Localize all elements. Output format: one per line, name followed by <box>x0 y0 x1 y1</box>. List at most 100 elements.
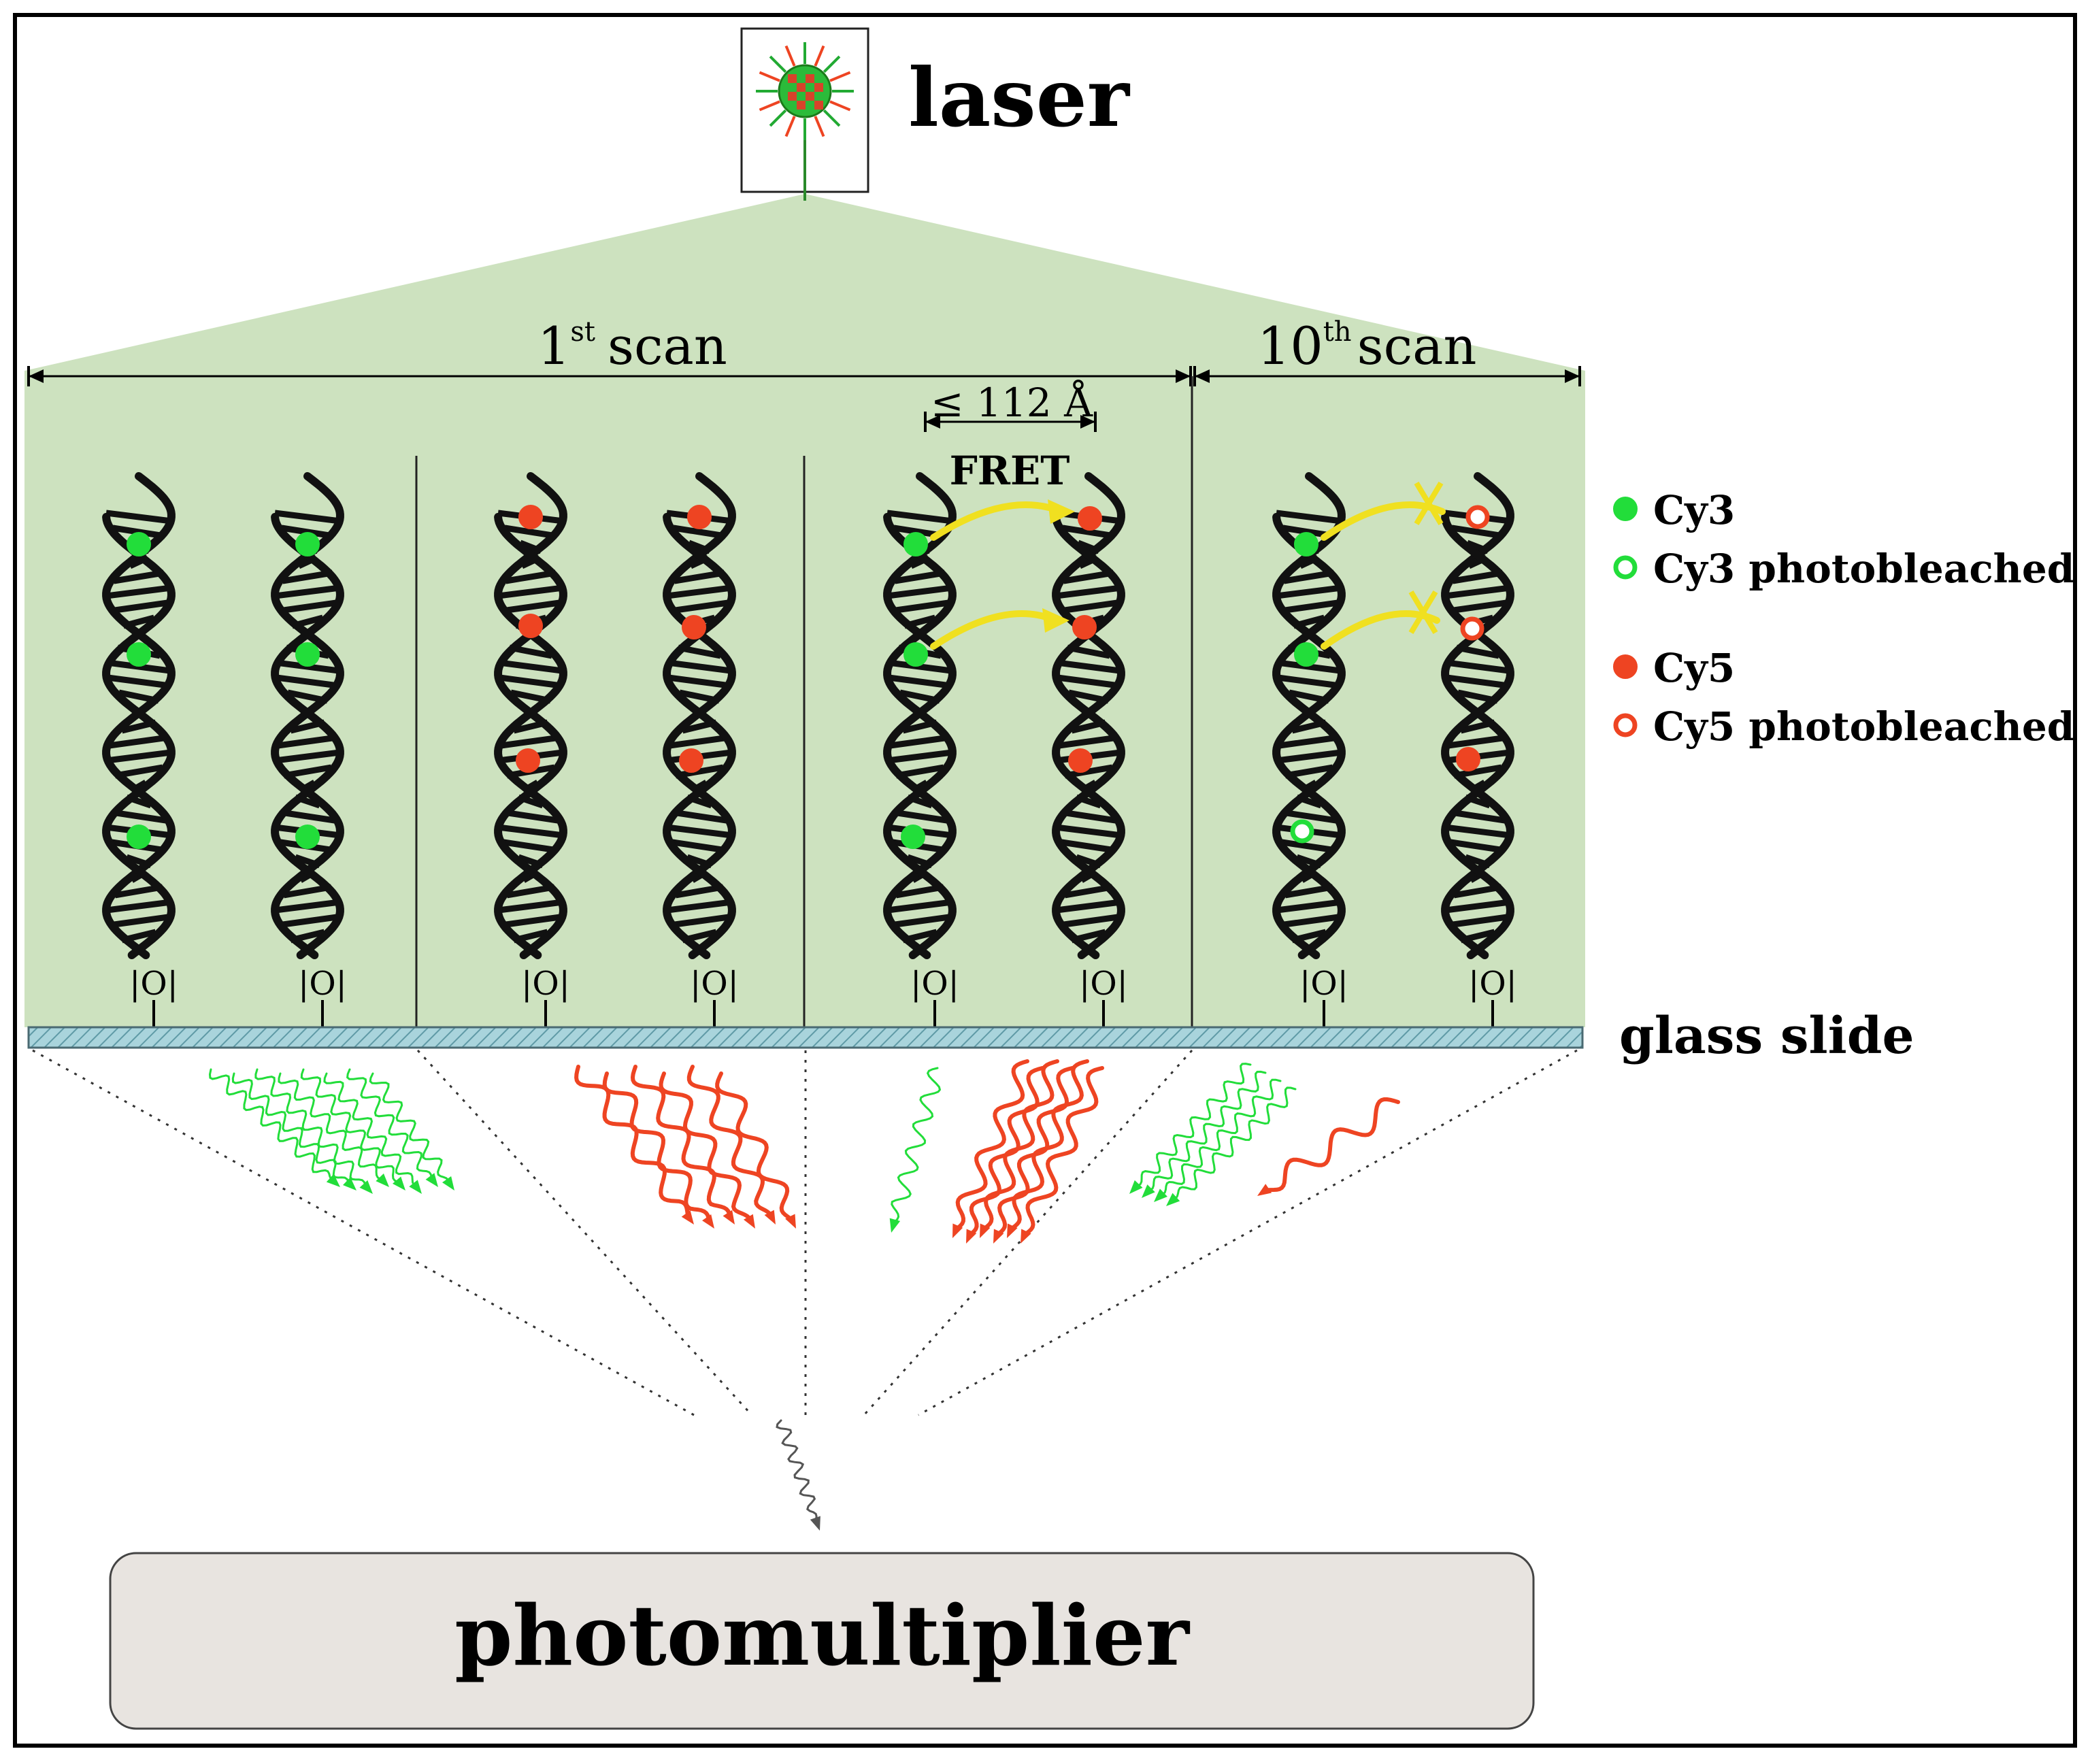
anchor-2: |O| <box>298 965 347 1003</box>
cy3-emission-wave <box>1129 1063 1252 1194</box>
cy3-dye <box>127 825 151 849</box>
anchor-4: |O| <box>690 965 739 1003</box>
cy5-dye <box>1072 615 1097 639</box>
fret-label: FRET <box>950 448 1070 494</box>
cy3-dye <box>901 825 925 849</box>
collection-lines <box>32 1049 1578 1416</box>
fret-arrow-blocked <box>1321 481 1446 541</box>
cy3-dye <box>1294 532 1318 556</box>
cy5-dye <box>682 615 706 639</box>
cy5-dye <box>518 614 543 638</box>
cy5-emission-wave <box>1257 1097 1400 1196</box>
legend-label: Cy5 <box>1653 645 1735 691</box>
legend-item: Cy3 <box>1613 487 1735 533</box>
cy3-dye <box>1294 642 1318 667</box>
anchor-8: |O| <box>1468 965 1517 1003</box>
legend-label: Cy5 photobleached <box>1653 703 2074 750</box>
cy5-emission-wave <box>993 1066 1074 1244</box>
photomultiplier-label: photomultiplier <box>454 1586 1191 1684</box>
cy5-emission-wave <box>686 1065 776 1225</box>
fret-arrow-blocked <box>1321 590 1440 650</box>
dna-helix-8 <box>1441 472 1514 959</box>
anchor-6: |O| <box>1079 965 1128 1003</box>
legend-item: Cy5 <box>1613 645 1735 691</box>
legend-item: Cy3 photobleached <box>1613 546 2074 592</box>
scan-dimension-10th <box>1193 366 1581 386</box>
cy5-dye <box>1078 506 1102 531</box>
cy3-dye <box>903 532 928 556</box>
cy3-emission-wave <box>369 1072 454 1191</box>
cy3-emission-wave <box>300 1068 405 1191</box>
detected-signal-wave <box>776 1419 820 1531</box>
cy5-emission-wave <box>659 1071 755 1229</box>
cy5-emission-wave <box>966 1066 1044 1244</box>
cy5-emission-wave <box>980 1059 1059 1238</box>
cy3-emission-wave <box>346 1068 438 1187</box>
cy5-photobleached-dye <box>1460 616 1484 641</box>
cy3-dye <box>903 642 928 667</box>
cy3-dye <box>295 642 320 667</box>
cy5-dye <box>1456 747 1480 771</box>
dna-strands <box>102 472 1514 959</box>
outer-frame <box>13 13 2077 1748</box>
cy3-emission-wave <box>889 1067 942 1233</box>
cy5-emission-wave <box>602 1071 714 1229</box>
cy3-emission-wave <box>208 1068 340 1187</box>
photomultiplier-box <box>109 1552 1535 1730</box>
laser-source <box>740 27 869 193</box>
cy3-emission-wave <box>1142 1070 1267 1198</box>
cy3-photobleached-dye <box>1290 819 1314 844</box>
distance-label: ≤ 112 Å <box>931 380 1093 426</box>
fluorophores <box>127 505 1490 849</box>
laser-label: laser <box>908 50 1131 145</box>
distance-indicator <box>924 412 1097 432</box>
legend-hollow-dot-icon <box>1613 713 1638 737</box>
cy5-dye <box>679 748 703 773</box>
cy3-emission-wave <box>231 1072 356 1191</box>
fret-arrow <box>930 499 1075 541</box>
cy5-emission-wave <box>1021 1066 1104 1244</box>
cy3-emission-wave <box>1166 1086 1297 1206</box>
cy3-emission-wave <box>1154 1078 1282 1202</box>
legend-hollow-dot-icon <box>1613 555 1638 580</box>
dna-helix-6 <box>1052 472 1125 959</box>
cy3-dye <box>295 532 320 556</box>
cy5-dye <box>518 505 543 529</box>
fret-arrows <box>930 481 1446 650</box>
dna-helix-3 <box>494 472 567 959</box>
anchor-7: |O| <box>1299 965 1348 1003</box>
surface-anchors: |O| |O| |O| |O| |O| |O| |O| |O| <box>129 965 1517 1027</box>
cy3-dye <box>127 532 151 556</box>
cy5-dye <box>516 748 540 773</box>
cy5-emission-wave <box>1007 1059 1089 1238</box>
legend-label: Cy3 <box>1653 487 1735 533</box>
laser-ray-icon <box>756 42 854 140</box>
glass-slide-label: glass slide <box>1619 1007 1914 1065</box>
anchor-3: |O| <box>521 965 570 1003</box>
cy3-emission-wave <box>323 1072 422 1194</box>
cy5-dye <box>687 505 712 529</box>
cy5-dye <box>1068 748 1093 773</box>
legend-filled-dot-icon <box>1613 654 1638 679</box>
dna-helix-7 <box>1272 472 1346 959</box>
cy5-emission-wave <box>630 1065 735 1225</box>
cy3-dye <box>127 642 151 667</box>
scan-dimension-1st <box>27 366 1192 386</box>
glass-slide <box>27 1026 1584 1049</box>
legend-item: Cy5 photobleached <box>1613 703 2074 750</box>
cy3-emission-wave <box>254 1068 373 1194</box>
fret-arrow <box>930 608 1069 650</box>
cy5-emission-wave <box>952 1059 1029 1238</box>
cy5-photobleached-dye <box>1465 505 1490 529</box>
dna-helix-1 <box>102 472 176 959</box>
cy3-emission-wave <box>278 1072 389 1187</box>
emission-waves <box>208 1059 1400 1531</box>
legend-filled-dot-icon <box>1613 497 1638 521</box>
anchor-5: |O| <box>910 965 959 1003</box>
legend-label: Cy3 photobleached <box>1653 546 2074 592</box>
anchor-1: |O| <box>129 965 178 1003</box>
